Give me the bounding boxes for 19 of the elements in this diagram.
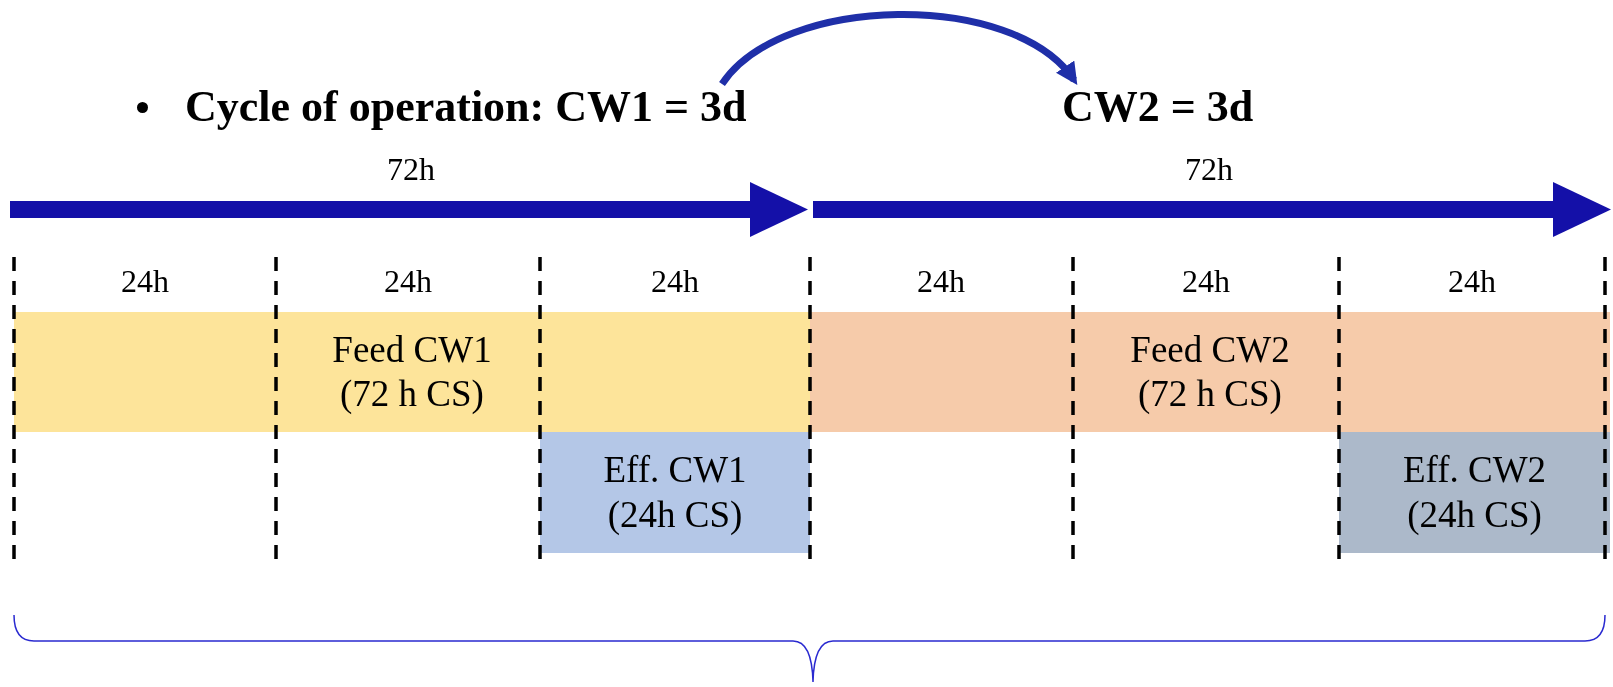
heading: CW2 = 3d — [1062, 80, 1254, 133]
phase-label: Eff. CW2 (24h CS) — [1401, 448, 1548, 537]
phase-band — [14, 312, 810, 432]
interval-label: 24h — [917, 265, 965, 297]
phase-label: Feed CW2 (72 h CS) — [1129, 327, 1291, 416]
interval-label: 24h — [1448, 265, 1496, 297]
interval-label: 24h — [384, 265, 432, 297]
duration-label: 72h — [387, 153, 435, 185]
phase-band — [810, 312, 1610, 432]
interval-label: 24h — [121, 265, 169, 297]
heading: Cycle of operation: CW1 = 3d — [185, 80, 747, 133]
phase-band — [540, 432, 810, 553]
interval-label: 24h — [1182, 265, 1230, 297]
phase-label: Feed CW1 (72 h CS) — [331, 327, 493, 416]
duration-label: 72h — [1185, 153, 1233, 185]
curved-arrow — [719, 11, 1078, 87]
phase-label: Eff. CW1 (24h CS) — [602, 448, 748, 537]
phase-band — [1339, 432, 1610, 553]
interval-label: 24h — [651, 265, 699, 297]
